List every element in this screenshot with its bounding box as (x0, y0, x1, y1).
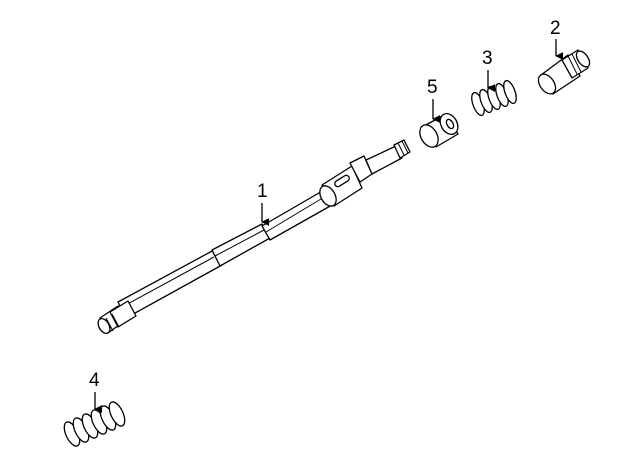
callout-4: 4 (89, 370, 103, 413)
callout-3: 3 (482, 48, 496, 92)
bushing-icon (419, 113, 459, 148)
callout-label-5: 5 (427, 77, 438, 98)
callout-1: 1 (257, 181, 270, 226)
callout-2: 2 (550, 18, 564, 60)
callout-label-3: 3 (482, 48, 493, 69)
coil-spring-icon (63, 401, 126, 447)
callout-label-2: 2 (550, 18, 561, 39)
coil-spring-icon (471, 79, 517, 117)
callout-5: 5 (427, 77, 441, 123)
callout-label-4: 4 (89, 370, 100, 391)
bearing-icon (537, 49, 591, 95)
steering-shaft-icon (97, 139, 411, 335)
callout-label-1: 1 (257, 181, 268, 202)
